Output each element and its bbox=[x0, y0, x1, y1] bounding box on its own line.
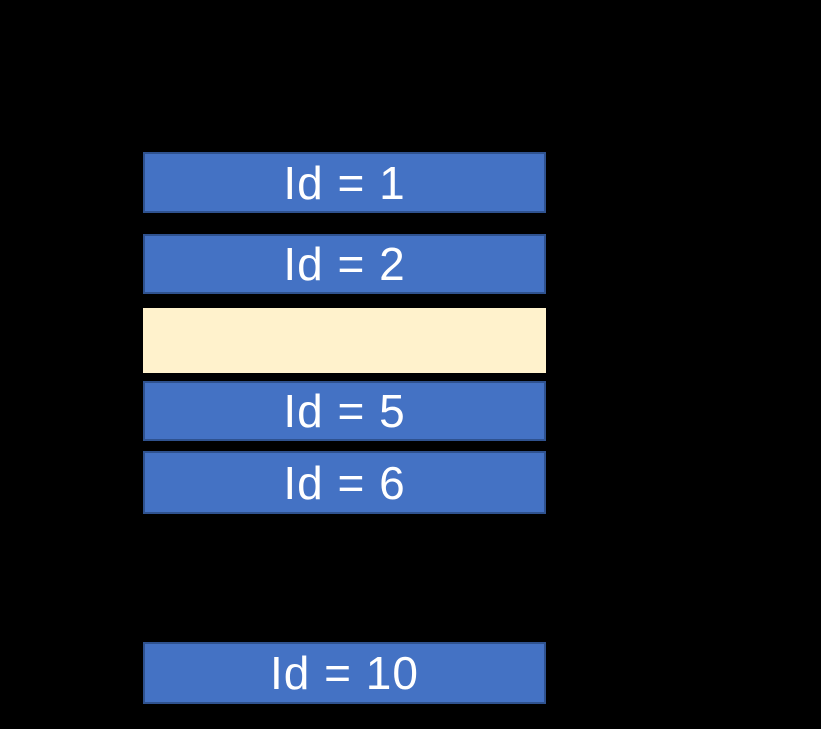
record-id-10: Id = 10 bbox=[143, 642, 546, 704]
record-label: Id = 2 bbox=[283, 238, 406, 290]
record-id-2: Id = 2 bbox=[143, 234, 546, 294]
record-id-5: Id = 5 bbox=[143, 381, 546, 441]
record-id-6: Id = 6 bbox=[143, 451, 546, 514]
record-label: Id = 5 bbox=[283, 385, 406, 437]
record-label: Id = 6 bbox=[283, 456, 406, 509]
record-id-1: Id = 1 bbox=[143, 152, 546, 213]
highlight-gap-box bbox=[143, 308, 546, 373]
record-label: Id = 1 bbox=[283, 156, 406, 209]
record-label: Id = 10 bbox=[270, 647, 419, 699]
